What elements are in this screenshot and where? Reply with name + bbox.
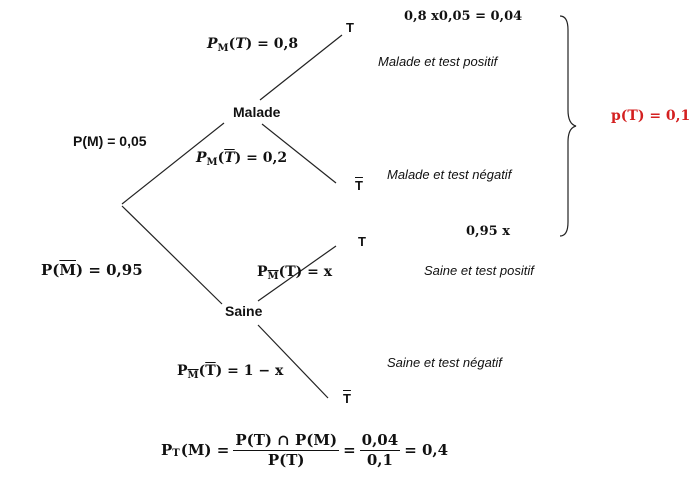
formula-lhs-sub: T <box>172 447 180 459</box>
prob-saine-t-letter: T <box>285 264 296 280</box>
outcome-mtbar-label: Malade et test négatif <box>387 167 512 182</box>
prob-malade-t-p: P <box>207 36 218 52</box>
prob-saine-tbar-p: P <box>177 363 188 379</box>
formula-eq: = <box>343 441 356 459</box>
formula-lhs-p: P <box>161 441 173 459</box>
leaf-t-1: T <box>346 20 354 35</box>
prob-saine-t-open: ( <box>278 264 286 280</box>
leaf-t-2: T <box>358 234 366 249</box>
prob-saine-t-sub: M <box>267 271 279 282</box>
node-saine: Saine <box>225 303 263 319</box>
outcome-st-product: 0,95 x <box>466 224 510 239</box>
prob-malade-t-open: ( <box>228 36 236 52</box>
prob-malade-tbar: PM(T) = 0,2 <box>196 150 288 168</box>
branch-root-malade <box>121 122 225 205</box>
branch-malade-tbar <box>261 123 337 184</box>
formula-lhs-rest: (M) = <box>180 441 230 459</box>
formula-den-2: 0,1 <box>366 451 393 469</box>
prob-saine-letter: M <box>59 261 76 279</box>
outcome-mt-label: Malade et test positif <box>378 54 498 69</box>
outcome-st-label: Saine et test positif <box>424 263 534 278</box>
prob-malade-tbar-value: ) = 0,2 <box>234 150 288 166</box>
prob-malade-t-value: ) = 0,8 <box>245 36 299 52</box>
branch-malade-t <box>259 34 343 101</box>
prob-saine-tbar-open: ( <box>198 363 206 379</box>
outcome-stbar-label: Saine et test négatif <box>387 355 502 370</box>
formula-num-1: P(T) ∩ P(M) <box>233 431 340 451</box>
branch-saine-t <box>257 245 337 302</box>
right-brace <box>559 15 577 237</box>
formula-fraction-1: P(T) ∩ P(M) P(T) <box>233 431 340 469</box>
formula-result: = 0,4 <box>404 441 449 459</box>
branch-root-saine <box>121 205 223 305</box>
prob-saine-tbar: PM(T) = 1 − x <box>177 363 284 381</box>
formula-den-1: P(T) <box>267 451 305 469</box>
prob-malade: P(M) = 0,05 <box>73 133 147 149</box>
formula-num-2: 0,04 <box>359 431 401 451</box>
prob-saine-suffix: ) = 0,95 <box>76 261 143 279</box>
prob-saine-tbar-sub: M <box>187 370 199 381</box>
prob-saine-t: PM(T) = x <box>257 264 333 282</box>
prob-malade-tbar-open: ( <box>217 150 225 166</box>
prob-saine-tbar-value: ) = 1 − x <box>215 363 284 379</box>
prob-saine-prefix: P( <box>41 261 60 279</box>
formula-fraction-2: 0,04 0,1 <box>359 431 401 469</box>
prob-saine: P(M) = 0,95 <box>41 263 143 278</box>
leaf-tbar-2: T <box>343 391 351 406</box>
node-malade: Malade <box>233 104 281 120</box>
prob-malade-tbar-letter: T <box>224 150 235 166</box>
prob-malade-t-sub: M <box>217 43 229 54</box>
prob-malade-tbar-sub: M <box>206 157 218 168</box>
prob-malade-tbar-p: P <box>196 150 207 166</box>
branch-saine-tbar <box>257 324 329 399</box>
total-probability: p(T) = 0,1 <box>611 108 691 124</box>
prob-malade-t-letter: T <box>235 36 246 52</box>
prob-saine-t-p: P <box>257 264 268 280</box>
outcome-mt-product: 0,8 x0,05 = 0,04 <box>404 9 523 24</box>
prob-saine-tbar-letter: T <box>205 363 216 379</box>
prob-malade-t: PM(T) = 0,8 <box>207 36 299 54</box>
leaf-tbar-1: T <box>355 178 363 193</box>
prob-saine-t-value: ) = x <box>295 264 333 280</box>
